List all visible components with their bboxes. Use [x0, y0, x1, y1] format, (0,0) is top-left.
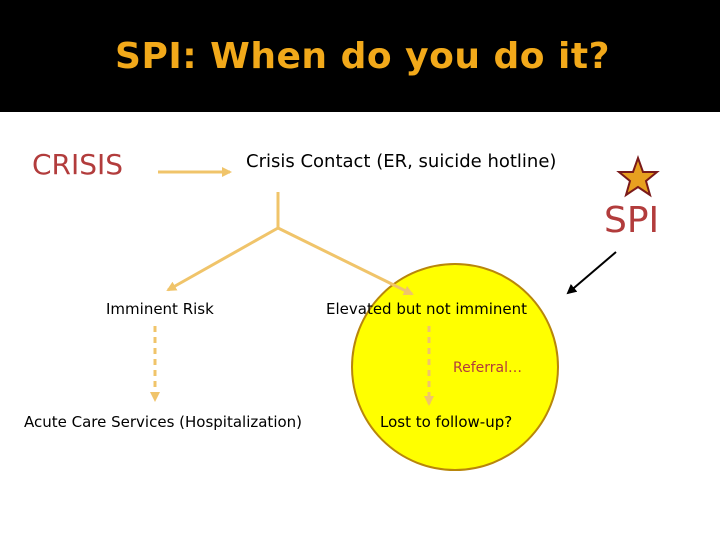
star-icon	[616, 155, 660, 198]
acute-care-label: Acute Care Services (Hospitalization)	[24, 413, 303, 431]
crisis-contact-label: Crisis Contact (ER, suicide hotline)	[246, 151, 557, 172]
crisis-label: CRISIS	[32, 148, 124, 181]
branch-imminent-arrow	[166, 226, 279, 292]
elevated-risk-label: Elevated but not imminent	[326, 300, 528, 318]
slide-title: SPI: When do you do it?	[115, 36, 610, 77]
title-bar	[0, 0, 720, 112]
branch-elevated-arrow	[277, 226, 414, 296]
spi-zone-circle	[351, 263, 559, 471]
imminent-risk-label: Imminent Risk	[106, 300, 214, 318]
spi-label: SPI	[604, 200, 660, 241]
referral-label: Referral…	[453, 360, 522, 376]
spi-pointer-arrow	[566, 251, 617, 295]
lost-to-follow-up-label: Lost to follow-up?	[380, 413, 513, 431]
